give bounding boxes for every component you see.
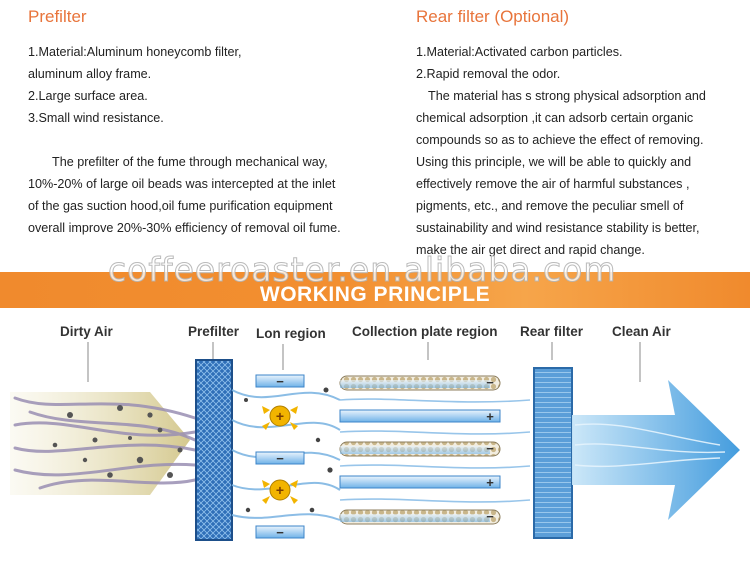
label-dirty-air: Dirty Air [60, 324, 113, 339]
rear-filter-paragraph-line-6: pigments, etc., and remove the peculiar … [416, 199, 684, 213]
prefilter-paragraph-line-1: The prefilter of the fume through mechan… [52, 155, 328, 169]
ion-minus-top: − [276, 374, 284, 389]
charged-particles [269, 405, 291, 501]
rear-filter-point-2: 2.Rapid removal the odor. [416, 67, 561, 81]
charge-arrows [262, 406, 298, 504]
prefilter-heading: Prefilter [28, 7, 87, 26]
collection-signs: − + − + − [486, 375, 494, 524]
prefilter-panel [195, 359, 233, 541]
rear-filter-point-1: 1.Material:Activated carbon particles. [416, 45, 623, 59]
rear-filter-paragraph-line-2: chemical adsorption ,it can adsorb certa… [416, 111, 694, 125]
clean-air-streams [574, 423, 726, 468]
prefilter-section: Prefilter 1.Material:Aluminum honeycomb … [28, 0, 373, 239]
label-ion-region: Lon region [256, 326, 326, 341]
label-clean-air: Clean Air [612, 324, 671, 339]
rear-filter-paragraph-line-8: make the air get direct and rapid change… [416, 243, 645, 257]
rear-filter-paragraph-line-4: Using this principle, we will be able to… [416, 155, 692, 169]
ion-minus-bottom: − [276, 525, 284, 540]
ion-minus-middle: − [276, 451, 284, 466]
particle-signs: + + [276, 408, 284, 498]
particle-plus-bottom: + [276, 482, 284, 498]
ion-particles [244, 387, 333, 513]
prefilter-point-2: aluminum alloy frame. [28, 67, 152, 81]
rear-filter-paragraph-line-1: The material has s strong physical adsor… [428, 89, 706, 103]
particle-plus-top: + [276, 408, 284, 424]
label-collection-plate-region: Collection plate region [352, 324, 498, 339]
rear-filter-paragraph-line-3: compounds so as to achieve the effect of… [416, 133, 704, 147]
working-principle-title: WORKING PRINCIPLE [259, 283, 491, 306]
pointer-lines [87, 342, 641, 382]
working-principle-banner [0, 272, 750, 308]
prefilter-paragraph-line-2: 10%-20% of large oil beads was intercept… [28, 177, 336, 191]
ion-signs: − − − [276, 374, 284, 540]
plate-minus-1: − [486, 375, 494, 390]
label-prefilter: Prefilter [188, 324, 240, 339]
collection-air-streams [339, 398, 531, 503]
label-rear-filter: Rear filter [520, 324, 584, 339]
rear-filter-section: Rear filter (Optional) 1.Material:Activa… [416, 0, 741, 261]
watermark-text: coffeeroaster.en.alibaba.com [107, 250, 617, 290]
plate-plus-2: + [486, 475, 494, 490]
prefilter-paragraph-line-4: overall improve 20%-30% efficiency of re… [28, 221, 341, 235]
collection-plates [339, 375, 501, 525]
plate-minus-3: − [486, 509, 494, 524]
dirty-air-streams [13, 396, 197, 490]
rear-filter-paragraph-line-7: sustainability and wind resistance stabi… [416, 221, 700, 235]
plate-plus-1: + [486, 409, 494, 424]
rear-filter-heading: Rear filter (Optional) [416, 7, 570, 26]
prefilter-paragraph-line-3: of the gas suction hood,oil fume purific… [28, 199, 333, 213]
working-principle-diagram: − − − + + − + − + − [10, 342, 740, 541]
rear-filter-paragraph-line-5: effectively remove the air of harmful su… [416, 177, 690, 191]
dirt-particles [52, 405, 183, 478]
prefilter-point-1: 1.Material:Aluminum honeycomb filter, [28, 45, 242, 59]
prefilter-point-3: 2.Large surface area. [28, 89, 148, 103]
ion-plates [255, 374, 305, 539]
plate-minus-2: − [486, 441, 494, 456]
rear-filter-panel [533, 367, 573, 539]
prefilter-point-4: 3.Small wind resistance. [28, 111, 164, 125]
clean-air-arrow [572, 380, 740, 520]
